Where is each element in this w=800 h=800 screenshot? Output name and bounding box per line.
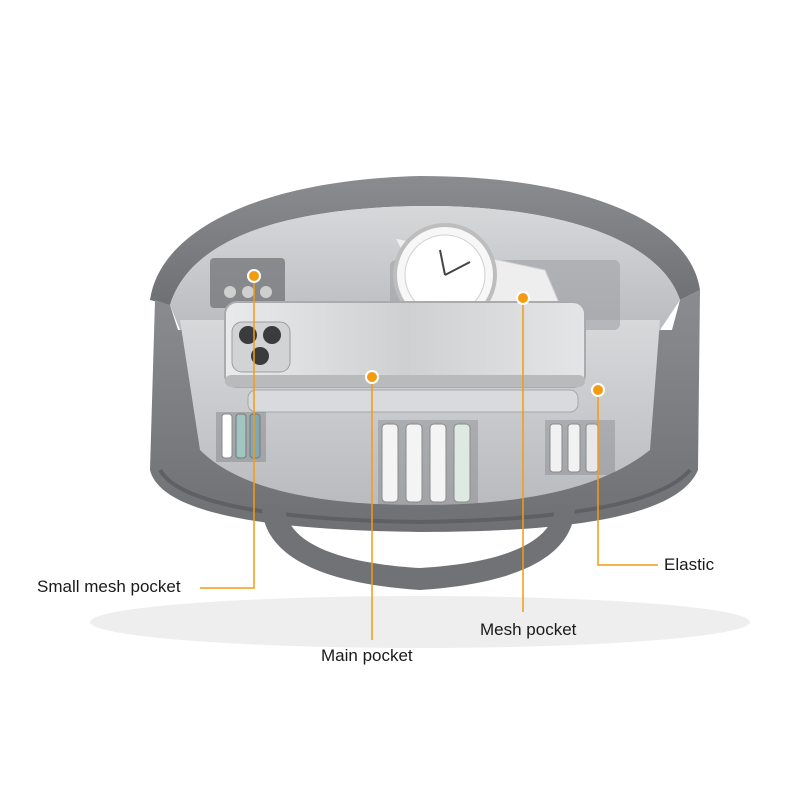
callout-dots [247,269,605,397]
callout-lines [200,276,658,640]
phone [224,301,586,388]
callout-dot-main [365,370,379,384]
callout-dot-mesh [516,291,530,305]
callout-dot-small-mesh [247,269,261,283]
connector [260,286,272,298]
elastic-loops [216,412,615,505]
callout-elastic: Elastic [664,555,715,574]
callout-main-pocket: Main pocket [321,646,413,665]
callout-mesh-pocket: Mesh pocket [480,620,577,639]
callout-small-mesh-pocket: Small mesh pocket [37,577,181,596]
zipper [158,468,692,525]
small-mesh-pocket [210,258,285,308]
callout-dot-elastic [591,383,605,397]
connector [224,286,236,298]
connector [242,286,254,298]
power-bank [247,389,579,413]
floor-shadow [90,596,750,648]
bag-lid [150,176,700,305]
bag-handle [262,505,575,590]
